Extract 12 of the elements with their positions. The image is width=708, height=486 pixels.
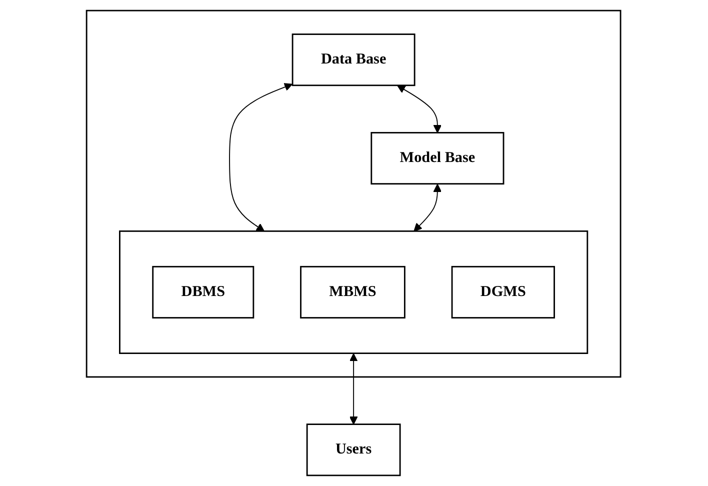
- arrow: [230, 83, 294, 232]
- cluster: [119, 230, 589, 354]
- node-box: Data Base: [292, 34, 416, 86]
- arrow: [414, 184, 442, 232]
- arrow: [398, 85, 442, 134]
- node-box: DGMS: [452, 266, 556, 318]
- node-box: MBMS: [300, 266, 406, 318]
- arrow: [350, 353, 358, 425]
- node-box: Users: [306, 424, 402, 476]
- node-box: DBMS: [152, 266, 255, 318]
- cluster: [86, 10, 622, 378]
- node-box: Model Base: [371, 132, 505, 185]
